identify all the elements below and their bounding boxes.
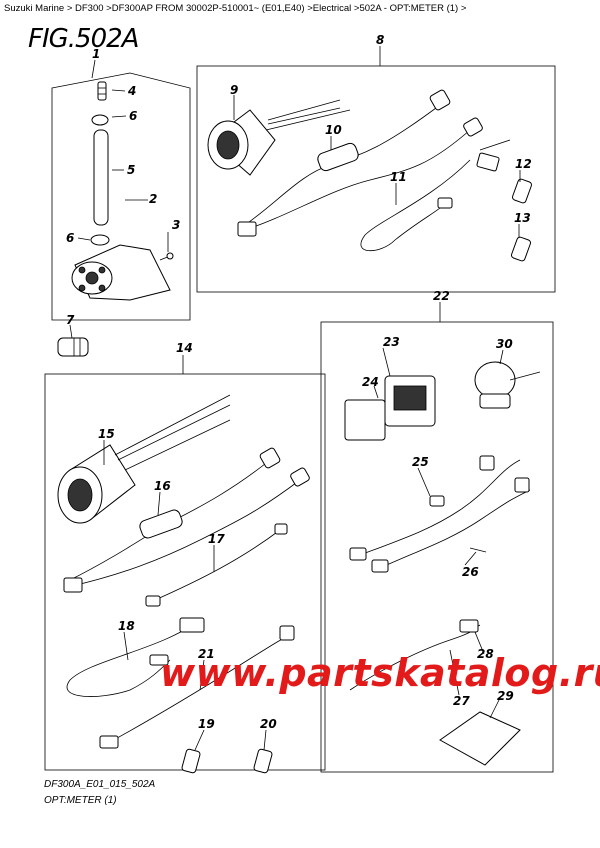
callout-17: 17 [208, 532, 225, 546]
callout-25: 25 [412, 455, 429, 469]
part-20-plug [253, 748, 273, 774]
part-16-harness [63, 447, 310, 593]
callout-30: 30 [496, 337, 513, 351]
callout-28: 28 [477, 647, 494, 661]
callout-9: 9 [230, 83, 238, 97]
part-11-cable [360, 139, 511, 252]
part-23-display [344, 375, 436, 441]
callout-8: 8 [376, 33, 384, 47]
callout-7: 7 [66, 313, 75, 327]
callout-1: 1 [92, 47, 100, 61]
watermark: www.partskatalog.ru [160, 651, 600, 695]
part-5-tube [93, 129, 109, 226]
part-29-bag [439, 711, 521, 766]
part-17-cable [145, 523, 288, 607]
callout-5: 5 [127, 163, 135, 177]
callout-6-upper: 6 [129, 109, 137, 123]
callout-13: 13 [514, 211, 531, 225]
callout-10: 10 [325, 123, 342, 137]
breadcrumb: Suzuki Marine > DF300 >DF300AP FROM 3000… [4, 3, 467, 14]
part-13-plug [511, 236, 531, 262]
part-7-fitting [57, 337, 89, 357]
callout-14: 14 [176, 341, 193, 355]
callout-3: 3 [172, 218, 180, 232]
callout-29: 29 [497, 689, 514, 703]
part-30-buzzer [474, 361, 541, 409]
callout-11: 11 [390, 170, 407, 184]
callout-19: 19 [198, 717, 215, 731]
part-12-plug [512, 178, 532, 204]
callout-4: 4 [127, 84, 136, 98]
callout-6-lower: 6 [66, 231, 74, 245]
part-18-cable [66, 617, 205, 697]
part-9-gauge [207, 99, 351, 176]
part-21-harness [99, 625, 295, 749]
part-27-cable [349, 619, 481, 691]
footer-code: DF300A_E01_015_502A [44, 779, 156, 790]
group-box-14 [44, 373, 326, 771]
callout-21: 21 [198, 647, 215, 661]
part-6-clamp-upper [91, 114, 109, 126]
group-box-22 [320, 321, 554, 773]
callout-15: 15 [98, 427, 115, 441]
callout-23: 23 [383, 335, 400, 349]
callout-12: 12 [515, 157, 532, 171]
callout-26: 26 [462, 565, 479, 579]
group-box-1 [51, 72, 191, 321]
part-25-harness [349, 455, 531, 573]
callout-20: 20 [260, 717, 277, 731]
figure-title: FIG.502A [28, 24, 139, 54]
part-4-cap [97, 81, 107, 101]
part-19-plug [181, 748, 201, 774]
callout-2: 2 [149, 192, 157, 206]
callout-16: 16 [154, 479, 171, 493]
part-26-pin [469, 547, 487, 553]
callout-24: 24 [362, 375, 379, 389]
footer-caption: OPT:METER (1) [44, 795, 117, 806]
part-15-gauge [57, 394, 231, 524]
part-6-clamp-lower [90, 234, 110, 246]
part-10-harness [237, 89, 483, 237]
part-2-housing [71, 244, 171, 301]
callout-22: 22 [433, 289, 450, 303]
group-box-8 [196, 65, 556, 293]
callout-27: 27 [453, 694, 470, 708]
part-3-screw [159, 252, 174, 261]
callout-18: 18 [118, 619, 135, 633]
